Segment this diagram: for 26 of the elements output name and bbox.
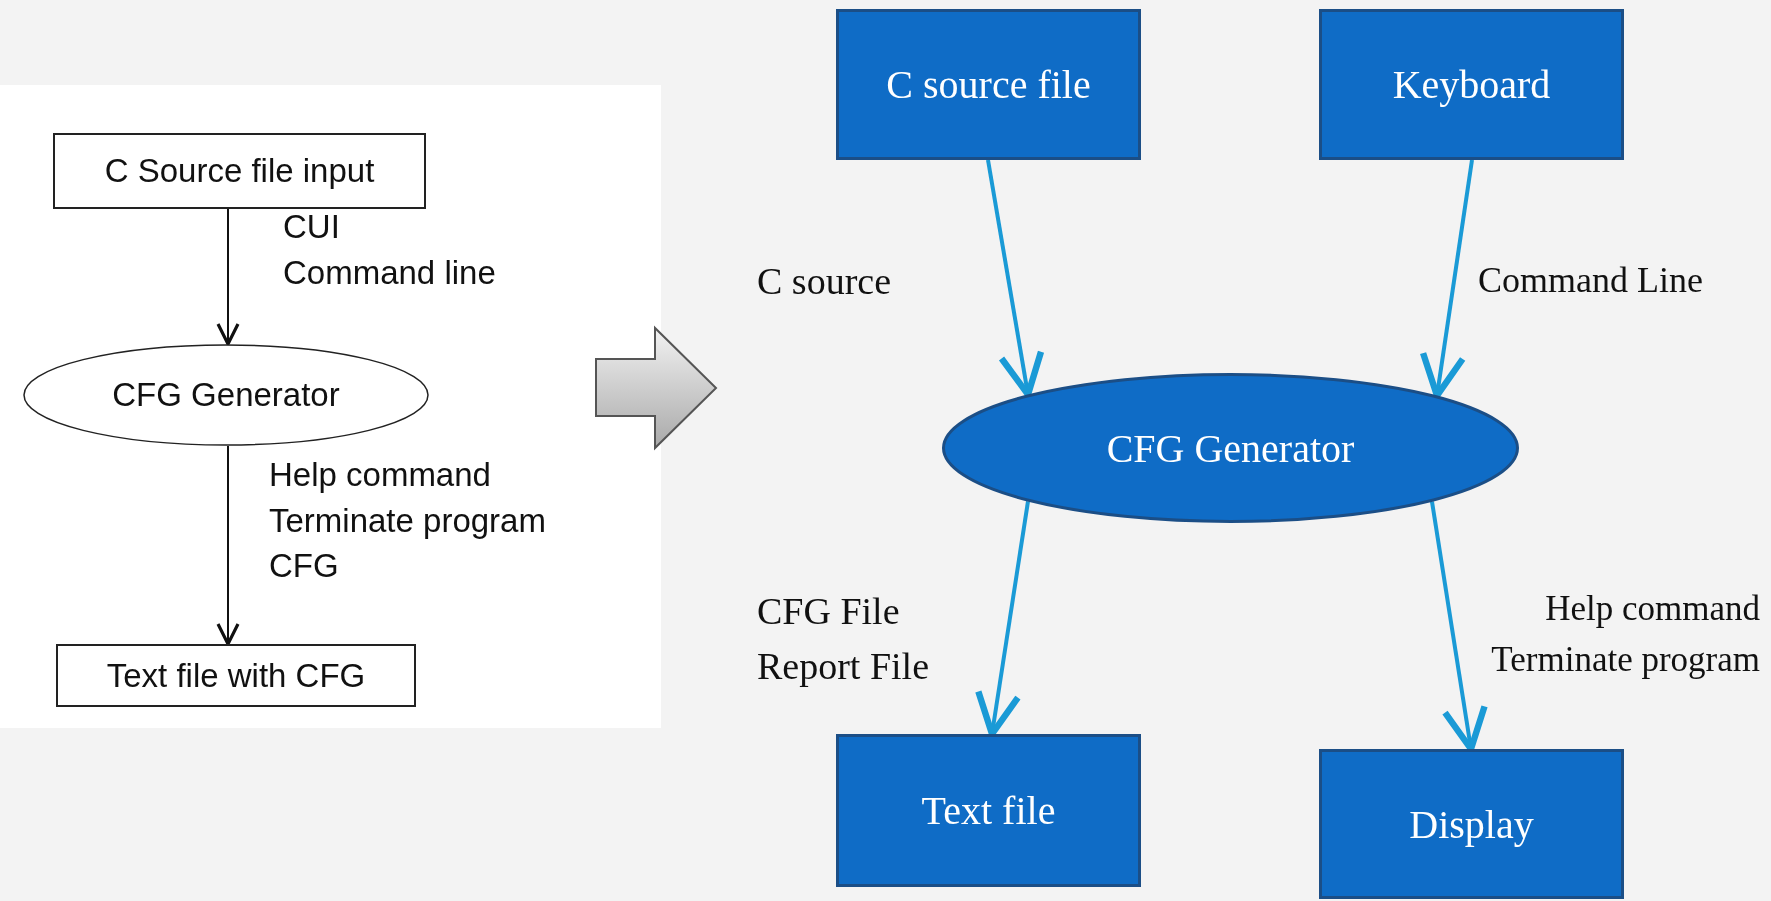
node-label: CFG Generator (112, 376, 340, 414)
node-label: Display (1409, 800, 1534, 848)
arrow (1419, 159, 1474, 399)
process-box (56, 644, 416, 707)
node-label: Text file with CFG (106, 656, 366, 695)
edge-label: C source (757, 259, 892, 304)
node-label: Keyboard (1392, 61, 1551, 108)
arrow (216, 445, 240, 646)
node-label: C Source file input (104, 152, 375, 190)
arrow (216, 208, 240, 346)
edge-label: Command Line (1478, 259, 1703, 302)
process-ellipse (942, 373, 1519, 523)
node-label: CFG Generator (1106, 424, 1355, 472)
edge-label: CFG File Report File (757, 589, 930, 690)
node-label: C source file (886, 61, 1091, 108)
process-ellipse (23, 344, 429, 446)
process-box (836, 734, 1141, 887)
arrow (986, 159, 1045, 398)
process-box (1319, 749, 1624, 899)
process-box (53, 133, 426, 209)
edge-label: Help command Terminate program (1490, 588, 1760, 681)
edge-label: Help command Terminate program CFG (269, 455, 546, 587)
process-box (836, 9, 1141, 160)
process-box (1319, 9, 1624, 160)
node-label: Text file (921, 787, 1056, 834)
edge-label: CUI Command line (283, 207, 496, 293)
